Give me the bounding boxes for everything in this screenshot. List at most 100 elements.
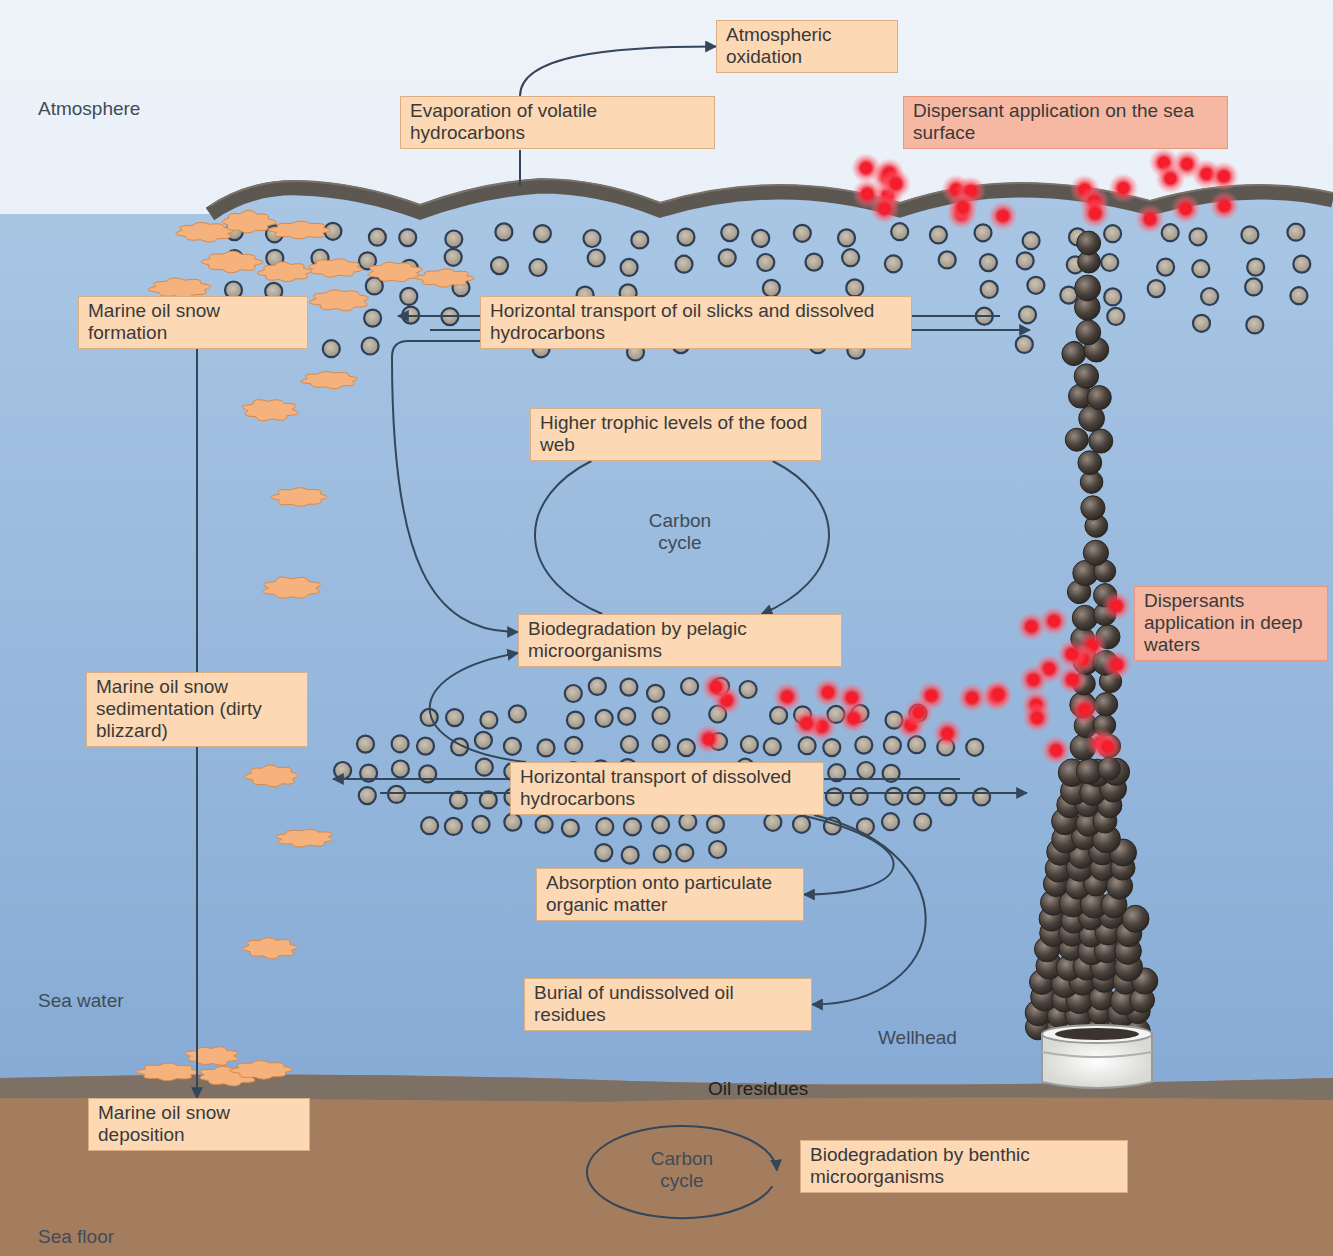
box-text: Marine oil snow sedimentation (dirty bli… bbox=[96, 676, 298, 742]
box-text: Burial of undissolved oil residues bbox=[534, 982, 802, 1026]
oil-droplet bbox=[882, 813, 899, 830]
oil-droplet bbox=[709, 841, 726, 858]
oil-droplet bbox=[806, 254, 823, 271]
oil-droplet bbox=[562, 820, 579, 837]
oil-droplet bbox=[740, 681, 757, 698]
oil-droplet bbox=[1016, 336, 1033, 353]
oil-droplet bbox=[676, 844, 693, 861]
process-box: Higher trophic levels of the food web bbox=[530, 408, 822, 461]
dispersant-droplet bbox=[1171, 194, 1201, 224]
sea-water bbox=[0, 186, 1333, 1090]
flow-connector bbox=[535, 461, 602, 614]
oil-droplet bbox=[973, 788, 990, 805]
oil-droplet bbox=[445, 818, 462, 835]
oil-droplet bbox=[446, 709, 463, 726]
oil-droplet bbox=[752, 230, 769, 247]
wellhead-opening bbox=[1055, 1028, 1139, 1040]
marine-oil-snow bbox=[243, 938, 297, 959]
oil-droplet bbox=[567, 712, 584, 729]
marine-oil-snow bbox=[276, 829, 333, 847]
plume-oil-droplet bbox=[1065, 428, 1088, 451]
marine-oil-snow bbox=[257, 262, 312, 282]
region-label: Carbon cycle bbox=[630, 510, 730, 554]
oil-droplet bbox=[707, 816, 724, 833]
plume-oil-droplet bbox=[1075, 275, 1101, 301]
oil-droplet bbox=[855, 737, 872, 754]
oil-droplet bbox=[504, 738, 521, 755]
oil-droplet bbox=[823, 739, 840, 756]
oil-droplet bbox=[631, 231, 648, 248]
dispersant-droplet bbox=[694, 724, 724, 754]
oil-droplet bbox=[885, 788, 902, 805]
oil-droplet bbox=[1019, 306, 1036, 323]
box-text: Marine oil snow formation bbox=[88, 300, 298, 344]
marine-oil-snow bbox=[230, 1061, 293, 1080]
oil-droplet bbox=[757, 254, 774, 271]
dispersant-droplet bbox=[932, 719, 962, 749]
region-label: Sea water bbox=[38, 990, 124, 1012]
process-box: Horizontal transport of dissolved hydroc… bbox=[510, 762, 824, 815]
dispersant-box: Dispersants application in deep waters bbox=[1134, 586, 1328, 661]
dispersant-droplet bbox=[839, 703, 869, 733]
oil-droplet bbox=[851, 788, 868, 805]
oil-droplet bbox=[1107, 308, 1124, 325]
oil-droplet bbox=[359, 787, 376, 804]
oil-droplet bbox=[1162, 224, 1179, 241]
dispersant-droplet bbox=[1135, 204, 1165, 234]
oil-droplet bbox=[799, 737, 816, 754]
oil-droplet bbox=[1157, 259, 1174, 276]
oil-droplet bbox=[565, 685, 582, 702]
oil-droplet bbox=[1246, 316, 1263, 333]
oil-droplet bbox=[622, 847, 639, 864]
region-label: Carbon cycle bbox=[632, 1148, 732, 1192]
dispersant-droplet bbox=[1041, 735, 1071, 765]
oil-droplet bbox=[565, 737, 582, 754]
marine-oil-snow bbox=[201, 251, 263, 273]
plume-oil-droplet bbox=[1083, 540, 1108, 565]
oil-droplet bbox=[392, 761, 409, 778]
oil-droplet bbox=[763, 280, 780, 297]
process-box: Burial of undissolved oil residues bbox=[524, 978, 812, 1031]
marine-oil-snow bbox=[242, 400, 298, 421]
oil-droplet bbox=[858, 762, 875, 779]
oil-droplet bbox=[681, 678, 698, 695]
plume-oil-droplet bbox=[1087, 386, 1111, 410]
process-box: Evaporation of volatile hydrocarbons bbox=[400, 96, 715, 149]
box-text: Horizontal transport of dissolved hydroc… bbox=[520, 766, 814, 810]
box-text: Higher trophic levels of the food web bbox=[540, 412, 812, 456]
process-box: Marine oil snow formation bbox=[78, 296, 308, 349]
box-text: Evaporation of volatile hydrocarbons bbox=[410, 100, 705, 144]
oil-droplet bbox=[653, 707, 670, 724]
box-text: Marine oil snow deposition bbox=[98, 1102, 300, 1146]
wellhead-rim bbox=[1042, 1025, 1152, 1043]
process-box: Absorption onto particulate organic matt… bbox=[536, 868, 804, 921]
oil-droplet bbox=[445, 249, 462, 266]
dispersant-droplet bbox=[1039, 606, 1069, 636]
oil-droplet bbox=[369, 229, 386, 246]
dispersant-droplet bbox=[948, 192, 978, 222]
dispersant-droplet bbox=[1057, 665, 1087, 695]
oil-droplet bbox=[421, 817, 438, 834]
oil-droplet bbox=[838, 229, 855, 246]
oil-droplet bbox=[621, 259, 638, 276]
oil-droplet bbox=[595, 844, 612, 861]
oil-droplet bbox=[584, 230, 601, 247]
marine-oil-snow bbox=[415, 269, 474, 287]
oil-droplet bbox=[618, 708, 635, 725]
oil-droplet bbox=[678, 739, 695, 756]
oil-droplet bbox=[1017, 252, 1034, 269]
flow-connector bbox=[762, 461, 829, 614]
oil-droplet bbox=[1192, 260, 1209, 277]
dispersant-droplet bbox=[870, 194, 900, 224]
region-label: Sea floor bbox=[38, 1226, 114, 1248]
box-text: Biodegradation by benthic microorganisms bbox=[810, 1144, 1118, 1188]
oil-droplet bbox=[480, 712, 497, 729]
dispersant-droplet bbox=[1155, 164, 1185, 194]
oil-droplet bbox=[1247, 259, 1264, 276]
oil-droplet bbox=[417, 738, 434, 755]
oil-droplet bbox=[624, 818, 641, 835]
oil-droplet bbox=[445, 231, 462, 248]
dispersant-droplet bbox=[1209, 191, 1239, 221]
